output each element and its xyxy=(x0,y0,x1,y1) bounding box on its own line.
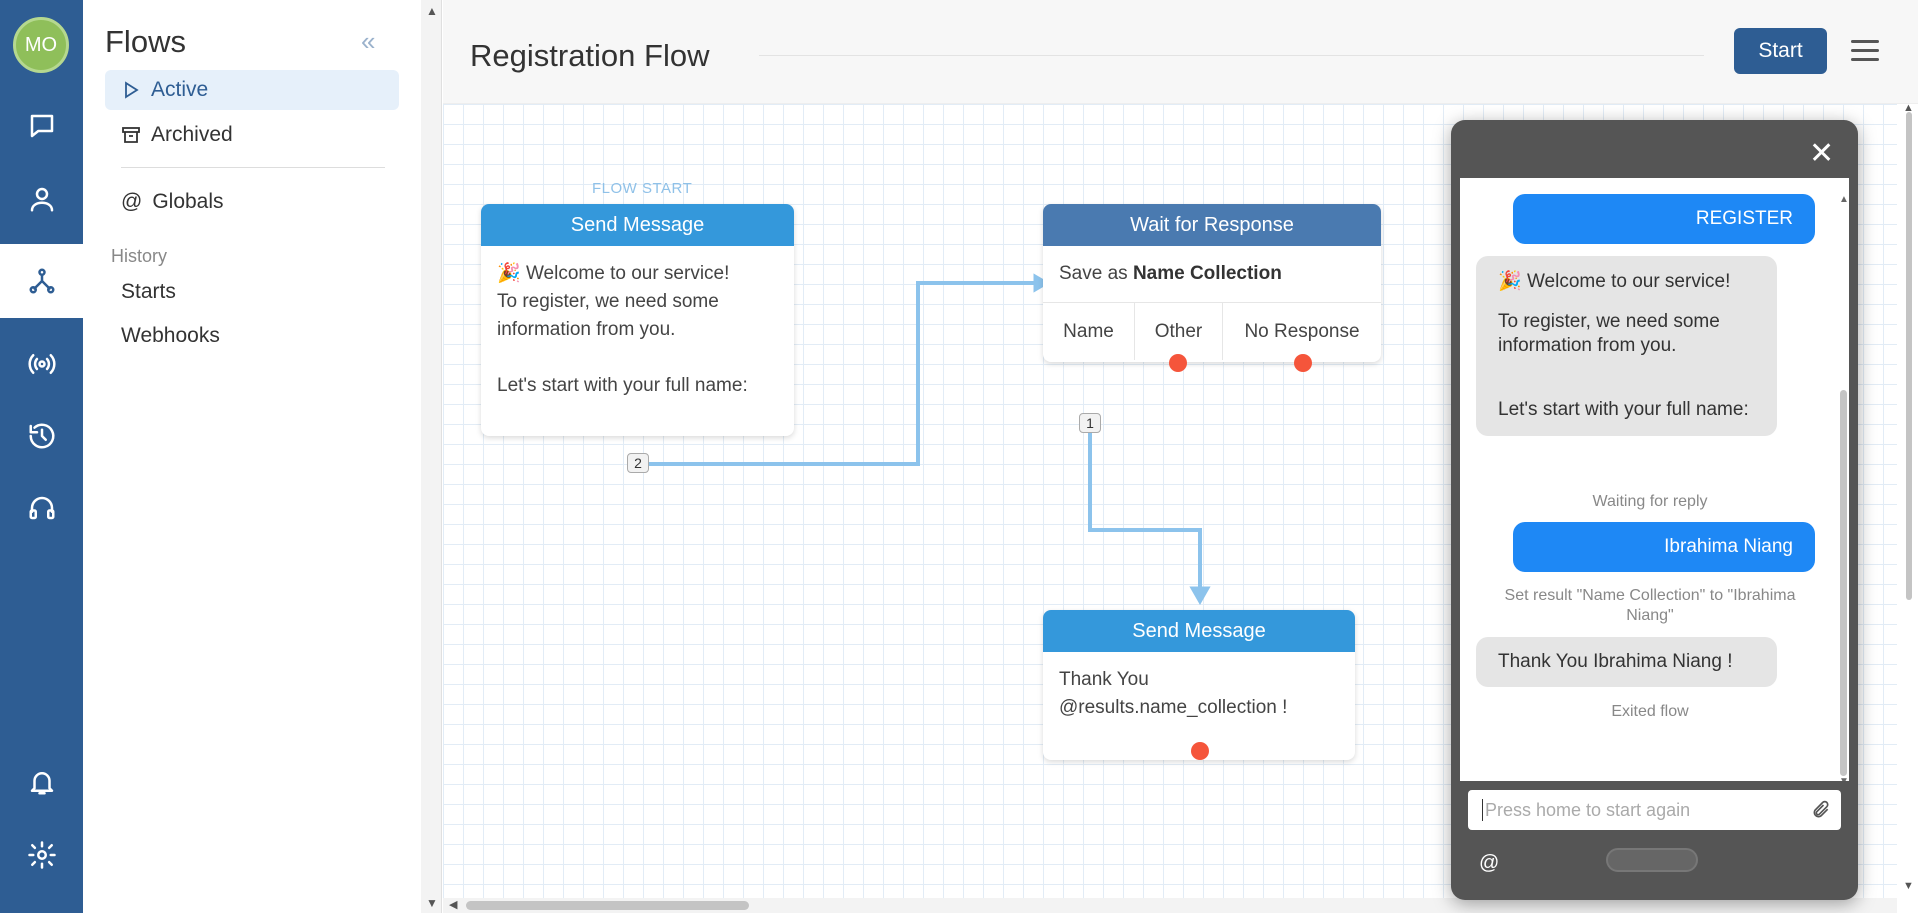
category-no-response[interactable]: No Response xyxy=(1244,320,1360,342)
scroll-thumb[interactable] xyxy=(1840,390,1847,776)
scroll-down-icon[interactable]: ▼ xyxy=(1839,776,1849,781)
contact-icon[interactable] xyxy=(0,171,83,227)
message-line: Welcome to our service! xyxy=(1526,271,1731,292)
text-caret xyxy=(1482,799,1483,821)
avatar[interactable]: MO xyxy=(13,17,69,73)
flow-connectors xyxy=(638,273,1211,606)
node-header: Send Message xyxy=(1043,610,1355,652)
scroll-down-icon[interactable]: ▼ xyxy=(1903,880,1914,892)
send-message-node[interactable]: Send Message 🎉 Welcome to our service! T… xyxy=(481,204,794,436)
scroll-up-icon[interactable]: ▲ xyxy=(426,4,438,18)
sidebar-item-active[interactable]: Active xyxy=(105,70,399,110)
scroll-thumb[interactable] xyxy=(466,901,749,910)
scroll-thumb[interactable] xyxy=(1906,112,1912,600)
flows-sidenav: Flows « Active Archived @ Globals Histor… xyxy=(83,0,421,913)
input-placeholder: Press home to start again xyxy=(1485,799,1691,820)
incoming-bubble: 🎉 Welcome to our service! To register, w… xyxy=(1476,256,1777,436)
flow-start-label: FLOW START xyxy=(592,180,693,197)
paperclip-icon[interactable] xyxy=(1811,799,1831,821)
at-icon[interactable]: @ xyxy=(1479,852,1500,874)
save-as-label: Save as xyxy=(1059,263,1128,284)
sidebar-item-label: Archived xyxy=(151,123,233,146)
outgoing-bubble: REGISTER xyxy=(1513,194,1815,244)
close-icon[interactable]: ✕ xyxy=(1809,137,1835,170)
bell-icon[interactable] xyxy=(0,754,83,810)
sidenav-scrollbar[interactable]: ▲ ▼ xyxy=(421,0,442,913)
home-button[interactable] xyxy=(1606,848,1698,872)
sidenav-title: Flows xyxy=(105,24,186,59)
message-line: Welcome to our service! xyxy=(525,263,730,284)
archive-icon xyxy=(122,127,140,143)
exit-dot[interactable] xyxy=(1191,742,1209,760)
save-as-name: Name Collection xyxy=(1132,263,1282,284)
node-header: Send Message xyxy=(481,204,794,246)
node-visit-count: 2 xyxy=(627,453,649,473)
simulator-phone: ✕ REGISTER 🎉 Welcome to our service! To … xyxy=(1451,120,1858,900)
exit-dot[interactable] xyxy=(1294,354,1312,372)
at-icon: @ xyxy=(121,190,143,213)
sidebar-item-label: Globals xyxy=(152,190,224,213)
simulator-scrollbar[interactable]: ▲ ▼ xyxy=(1839,194,1849,781)
category-name[interactable]: Name xyxy=(1043,303,1135,360)
exit-dot[interactable] xyxy=(1169,354,1187,372)
nav-group-history: History xyxy=(111,246,168,266)
message-line: Let's start with your full name: xyxy=(1498,399,1749,420)
sidebar-item-archived[interactable]: Archived xyxy=(105,115,399,155)
system-status: Set result "Name Collection" to "Ibrahim… xyxy=(1504,587,1796,624)
message-line: To register, we need some information fr… xyxy=(1498,311,1720,356)
scroll-up-icon[interactable]: ▲ xyxy=(1839,194,1849,205)
node-header: Wait for Response xyxy=(1043,204,1381,246)
sidebar-item-label: Active xyxy=(151,78,209,101)
play-icon xyxy=(125,81,139,99)
start-button[interactable]: Start xyxy=(1734,28,1827,74)
header-divider xyxy=(759,55,1704,56)
send-message-node[interactable]: Send Message Thank You @results.name_col… xyxy=(1043,610,1355,760)
icon-rail: MO xyxy=(0,0,83,913)
gear-icon[interactable] xyxy=(0,827,83,883)
party-popper-icon: 🎉 xyxy=(1498,271,1522,292)
sidebar-item-starts[interactable]: Starts xyxy=(121,280,176,303)
outgoing-bubble: Ibrahima Niang xyxy=(1513,522,1815,572)
page-title: Registration Flow xyxy=(470,38,710,73)
incoming-bubble: Thank You Ibrahima Niang ! xyxy=(1476,637,1777,687)
page-header: Registration Flow Start xyxy=(443,0,1918,104)
simulator-input[interactable]: Press home to start again xyxy=(1468,790,1841,830)
message-line: To register, we need some information fr… xyxy=(497,291,719,340)
scroll-down-icon[interactable]: ▼ xyxy=(426,896,438,910)
support-icon[interactable] xyxy=(0,480,83,536)
flows-icon[interactable] xyxy=(0,244,83,318)
scroll-left-icon[interactable]: ◀ xyxy=(449,899,458,911)
scroll-up-icon[interactable]: ▲ xyxy=(1903,102,1914,114)
broadcast-icon[interactable] xyxy=(0,336,83,392)
chat-icon[interactable] xyxy=(0,98,83,154)
message-line: Let's start with your full name: xyxy=(497,375,748,396)
history-icon[interactable] xyxy=(0,408,83,464)
nav-divider xyxy=(121,167,385,168)
category-other[interactable]: Other xyxy=(1135,303,1223,360)
category-row: Name Other No Response xyxy=(1043,302,1381,360)
system-status: Waiting for reply xyxy=(1592,493,1708,510)
canvas-vscrollbar[interactable]: ▲ ▼ xyxy=(1897,102,1918,898)
wait-for-response-node[interactable]: Wait for Response Save as Name Collectio… xyxy=(1043,204,1381,362)
system-status: Exited flow xyxy=(1611,703,1689,720)
party-popper-icon: 🎉 xyxy=(497,263,521,284)
canvas-hscrollbar[interactable]: ◀ xyxy=(443,898,1897,913)
node-body: 🎉 Welcome to our service! To register, w… xyxy=(481,246,794,414)
simulator-chat[interactable]: REGISTER 🎉 Welcome to our service! To re… xyxy=(1460,178,1849,781)
collapse-icon[interactable]: « xyxy=(361,26,376,56)
hamburger-menu-icon[interactable] xyxy=(1851,40,1879,64)
sidebar-item-globals[interactable]: @ Globals xyxy=(105,182,399,222)
node-visit-count: 1 xyxy=(1079,413,1101,433)
save-as-row: Save as Name Collection xyxy=(1043,246,1381,302)
sidebar-item-webhooks[interactable]: Webhooks xyxy=(121,324,220,347)
node-body: Thank You @results.name_collection ! xyxy=(1059,669,1288,718)
